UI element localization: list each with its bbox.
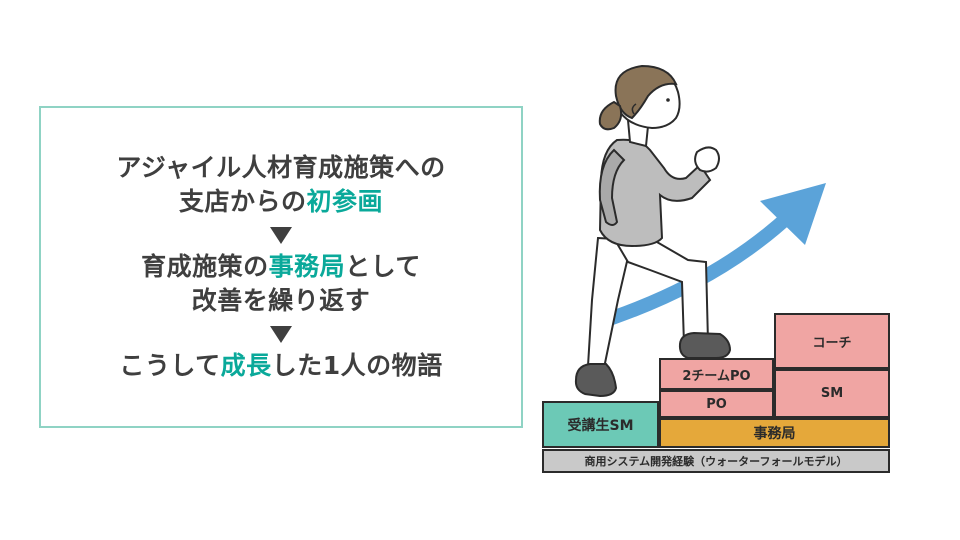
step-two-team-po-label: 2チームPO <box>682 368 751 384</box>
step-po-label: PO <box>706 396 727 412</box>
text-line3b: として <box>345 252 421 281</box>
step-secretariat-label: 事務局 <box>753 426 796 442</box>
step-sm-label: SM <box>820 386 844 401</box>
text-line3a: 育成施策の <box>141 252 269 281</box>
highlight-secretariat: 事務局 <box>268 252 346 281</box>
step-coach-label: コーチ <box>812 335 852 351</box>
down-triangle-icon <box>270 326 292 343</box>
step-sm: SM <box>774 369 890 418</box>
step-secretariat: 事務局 <box>659 418 890 448</box>
highlight-growth: 成長 <box>220 351 272 380</box>
step-po: PO <box>659 390 774 418</box>
step-base-label: 商用システム開発経験（ウォーターフォールモデル） <box>584 455 848 468</box>
text-line2: 支店からの <box>178 187 307 216</box>
text-line5b: した1人の物語 <box>271 351 443 380</box>
climbing-person-illustration <box>574 64 826 398</box>
down-triangle-icon <box>270 227 292 244</box>
highlight-first-participation: 初参画 <box>306 187 384 216</box>
step-two-team-po: 2チームPO <box>659 358 774 390</box>
line-secretariat: 育成施策の事務局として <box>141 250 421 284</box>
step-trainee-sm-label: 受講生SM <box>567 417 634 434</box>
line-initial-participation: アジャイル人材育成施策への <box>116 151 445 185</box>
text-line1: アジャイル人材育成施策への <box>116 153 446 182</box>
step-trainee-sm: 受講生SM <box>542 401 659 448</box>
text-line5a: こうして <box>119 351 221 380</box>
step-commercial-dev-experience: 商用システム開発経験（ウォーターフォールモデル） <box>542 449 890 473</box>
line-improvement: 改善を繰り返す <box>192 284 371 318</box>
line-branch-first: 支店からの初参画 <box>179 185 383 219</box>
story-text-panel: アジャイル人材育成施策への 支店からの初参画 育成施策の事務局として 改善を繰り… <box>39 106 523 428</box>
step-coach: コーチ <box>774 313 890 369</box>
line-growth-story: こうして成長した1人の物語 <box>119 349 442 383</box>
growth-arrow-icon <box>605 183 826 325</box>
text-line4: 改善を繰り返す <box>191 286 371 315</box>
